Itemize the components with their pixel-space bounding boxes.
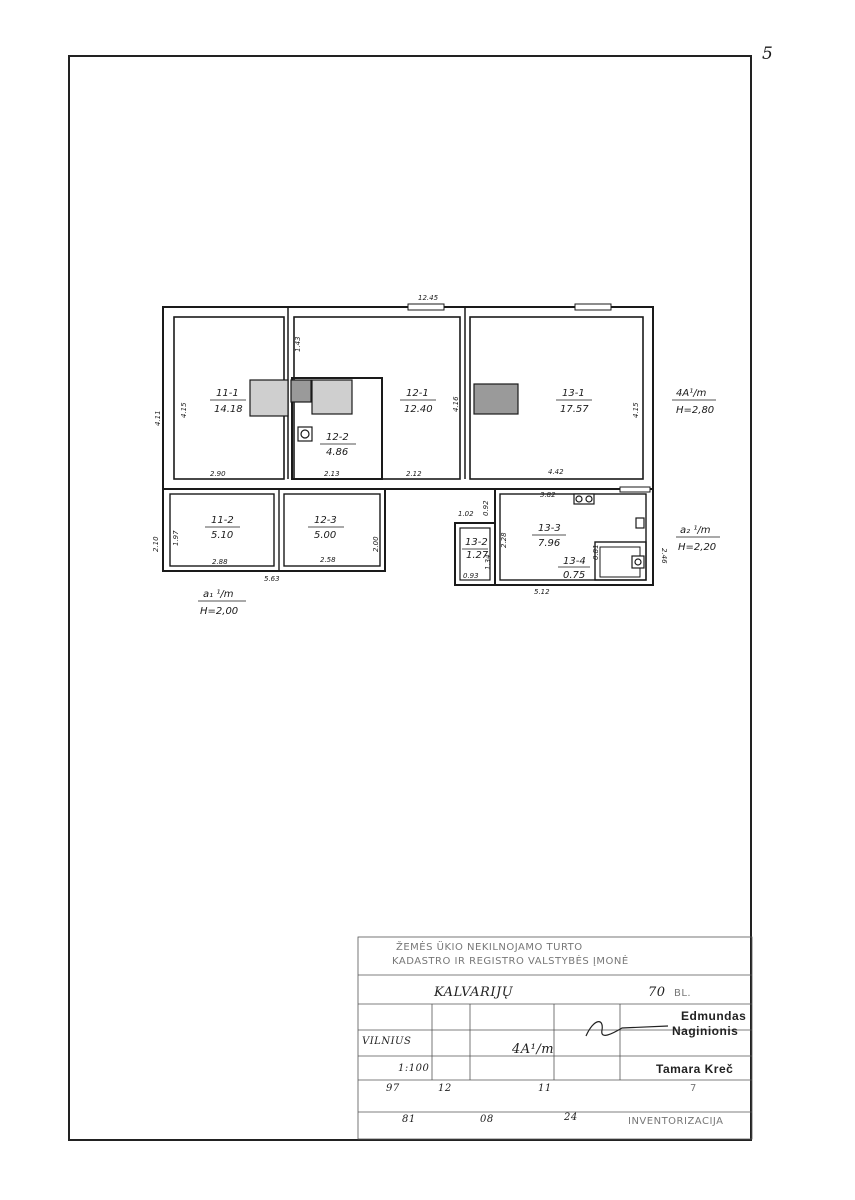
dim-0-93: 0.93 (463, 572, 479, 580)
dim-5-63: 5.63 (264, 575, 280, 583)
stamp-bottom-label: INVENTORIZACIJA (628, 1116, 724, 1127)
dim-3-82: 3.82 (540, 491, 556, 499)
dim-2-90: 2.90 (210, 470, 226, 478)
stamp-signer1-last: Naginionis (672, 1024, 739, 1038)
note-height-lower: H=2,00 (200, 606, 238, 617)
stamp-row-c: 11 (538, 1083, 552, 1094)
stamp-scale: 1:100 (398, 1063, 430, 1074)
dim-1-43: 1.43 (294, 336, 302, 352)
note-class-annex: a₂ ¹/m (680, 525, 711, 536)
dim-2-00: 2.00 (372, 536, 380, 552)
stamp-month: 08 (480, 1114, 494, 1125)
stamp-year: 81 (402, 1114, 416, 1125)
room-11-1-area: 14.18 (214, 404, 243, 415)
dim-5-12: 5.12 (534, 588, 550, 596)
note-height-main: H=2,80 (676, 405, 714, 416)
note-height-annex: H=2,20 (678, 542, 716, 553)
dim-2-88: 2.88 (212, 558, 228, 566)
stamp-day: 24 (564, 1112, 578, 1123)
room-11-2-code: 11-2 (211, 515, 234, 526)
room-12-2-area: 4.86 (326, 447, 348, 458)
stamp-class: 4A¹/m (512, 1042, 555, 1057)
stamp-row-b: 12 (438, 1083, 452, 1094)
dim-2-58: 2.58 (320, 556, 336, 564)
stamp-city: VILNIUS (362, 1036, 412, 1047)
room-12-3-area: 5.00 (314, 530, 336, 541)
dim-4-42: 4.42 (548, 468, 564, 476)
room-11-2-area: 5.10 (211, 530, 233, 541)
dim-2-13: 2.13 (324, 470, 340, 478)
dim-4-15-right: 4.15 (632, 402, 640, 418)
lower-wall-left (162, 488, 386, 572)
room-12-2-code: 12-2 (326, 432, 349, 443)
room-13-3-code: 13-3 (538, 523, 561, 534)
dim-4-16: 4.16 (452, 396, 460, 412)
dim-0-92: 0.92 (482, 500, 490, 516)
dim-2-28: 2.28 (500, 532, 508, 548)
room-12-1-area: 12.40 (404, 404, 433, 415)
stamp-house-no: 70 (648, 985, 666, 1000)
dim-1-97: 1.97 (172, 530, 180, 546)
stamp-street: KALVARIJŲ (434, 985, 514, 1000)
page-number: 5 (762, 44, 773, 64)
room-13-2-area: 1.27 (466, 550, 489, 561)
stamp-border (357, 936, 753, 1140)
dim-1-02: 1.02 (458, 510, 474, 518)
room-13-2-code: 13-2 (465, 537, 488, 548)
stamp-row-a: 97 (386, 1083, 400, 1094)
drawing-frame (68, 55, 752, 1141)
note-class-lower: a₁ ¹/m (203, 589, 234, 600)
dim-2-46: 2.46 (660, 548, 668, 564)
dim-1-34: 1.34 (484, 554, 492, 570)
room-12-3-code: 12-3 (314, 515, 337, 526)
room-11-1-code: 11-1 (216, 388, 239, 399)
stamp-house-suffix: BL. (674, 988, 692, 999)
dim-2-12: 2.12 (406, 470, 422, 478)
room-12-1-code: 12-1 (406, 388, 429, 399)
stamp-signer1-first: Edmundas (681, 1009, 747, 1023)
dim-4-15-left: 4.15 (180, 402, 188, 418)
stamp-row-d: 7 (690, 1083, 697, 1094)
room-13-3-area: 7.96 (538, 538, 560, 549)
dim-top: 12.45 (418, 294, 439, 302)
stamp-line2: KADASTRO IR REGISTRO VALSTYBĖS ĮMONĖ (392, 956, 629, 967)
signature-mark (585, 1021, 669, 1037)
dim-0-81: 0.81 (592, 544, 600, 560)
title-block: ŽEMĖS ÜKIO NEKILNOJAMO TURTO KADASTRO IR… (356, 936, 754, 1142)
dim-4-11: 4.11 (154, 410, 162, 426)
stamp-line1: ŽEMĖS ÜKIO NEKILNOJAMO TURTO (396, 942, 583, 953)
room-13-1-area: 17.57 (560, 404, 589, 415)
room-13-4-area: 0.75 (563, 570, 585, 581)
room-13-4-code: 13-4 (563, 556, 586, 567)
dim-2-10: 2.10 (152, 536, 160, 552)
note-class-main: 4A¹/m (676, 388, 707, 399)
stamp-signer2: Tamara Kreč (656, 1062, 734, 1076)
room-13-1-code: 13-1 (562, 388, 585, 399)
